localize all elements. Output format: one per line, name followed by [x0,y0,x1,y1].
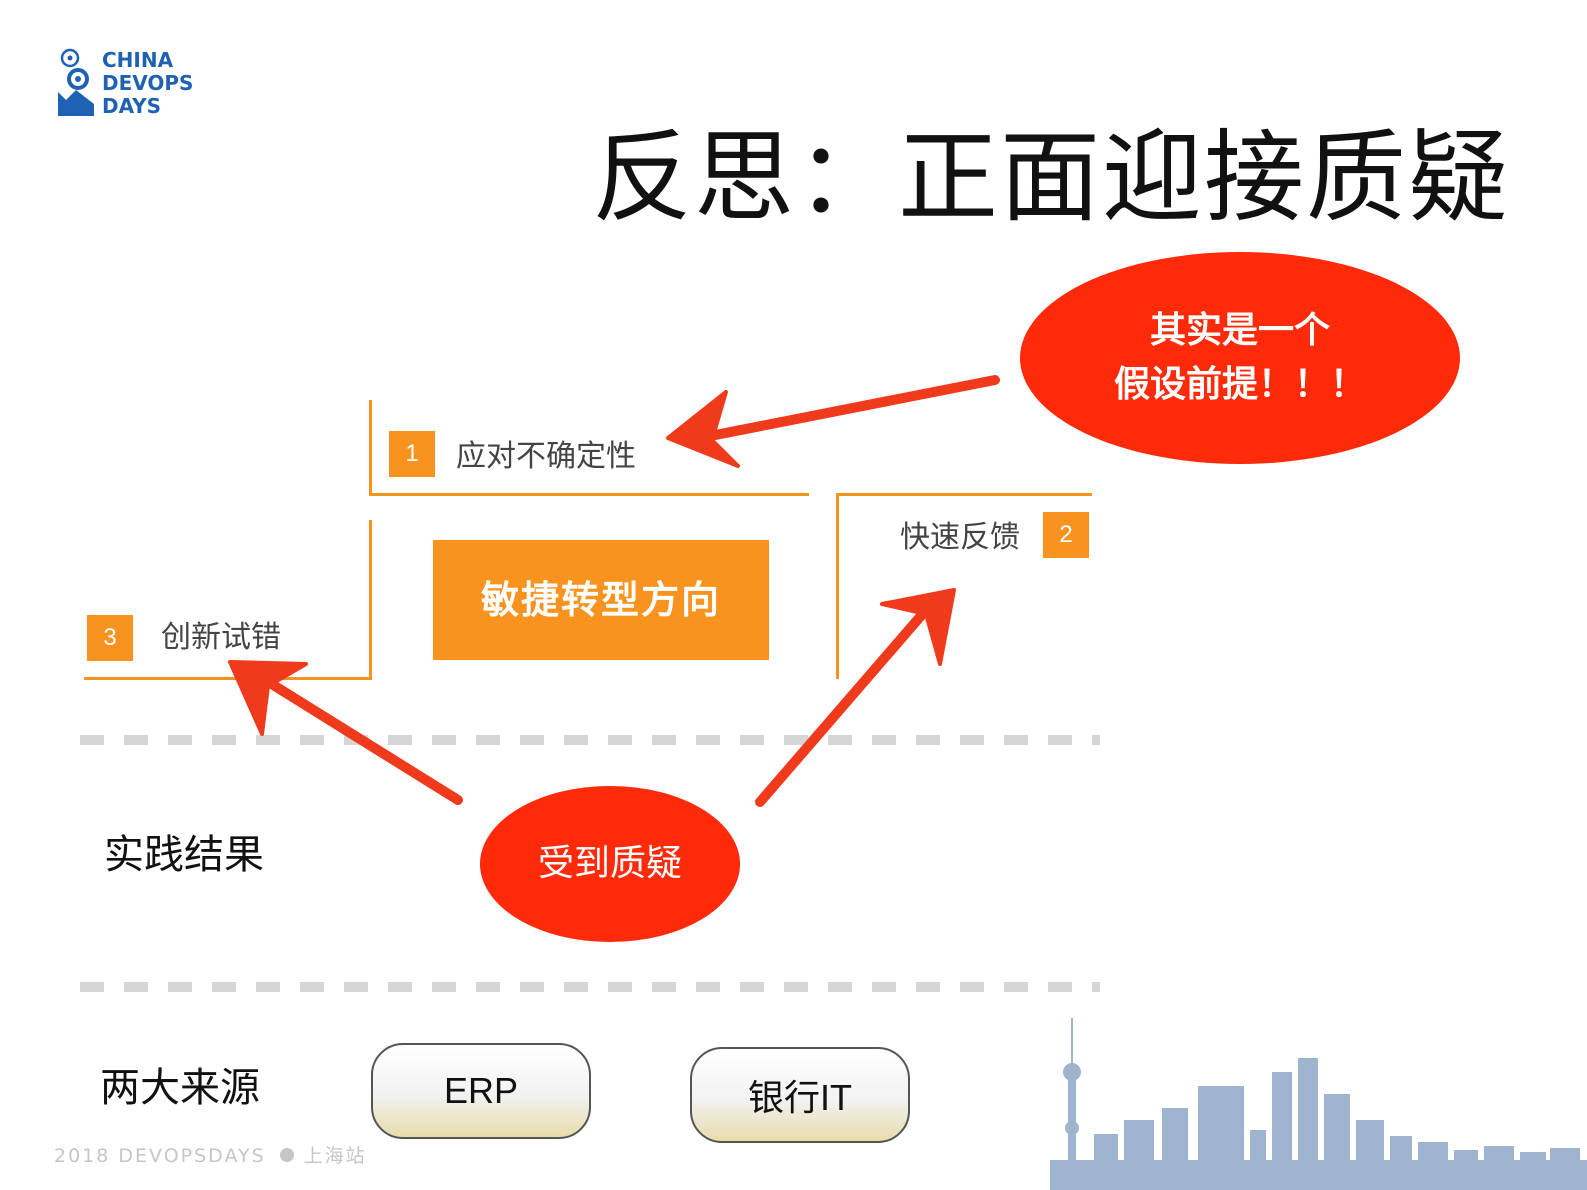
agile-transformation-box: 敏捷转型方向 [433,540,769,660]
arrow-to-fast-feedback [755,588,956,807]
logo-line-devops: DEVOPS [102,71,194,95]
dashed-divider-bottom [80,982,1100,992]
step1-bottom-line [369,493,809,496]
source-pill-bank-it: 银行IT [690,1047,910,1143]
assumption-line-2: 假设前提！！！ [1113,364,1366,405]
page-title: 反思：正面迎接质疑 [592,119,1510,236]
step2-left-line [836,493,839,679]
dashed-divider-top [80,735,1100,745]
shanghai-skyline-graphic [1050,1018,1587,1190]
logo-mark-icon [58,48,94,116]
row-label-practice-results: 实践结果 [104,832,264,878]
challenged-text: 受到质疑 [537,843,682,884]
logo-line-days: DAYS [102,94,162,118]
step-label-3: 创新试错 [161,620,281,655]
source-pill-erp: ERP [371,1043,591,1139]
footer-event: 2018 DEVOPSDAYS [54,1145,266,1167]
footer-dot-icon [279,1148,294,1162]
assumption-callout: 其实是一个 假设前提！！！ [1020,252,1460,464]
logo-line-china: CHINA [102,48,174,72]
step2-top-line [836,493,1092,496]
row-label-two-sources: 两大来源 [100,1065,260,1111]
arrow-to-innovation [228,660,463,805]
step1-left-line [369,400,372,496]
step-label-2: 快速反馈 [900,520,1020,555]
arrow-to-uncertainty [666,375,1000,468]
step-label-1: 应对不确定性 [456,439,636,474]
step-number-1: 1 [389,431,435,477]
assumption-line-1: 其实是一个 [1149,310,1330,351]
footer-location: 上海站 [303,1145,367,1167]
challenged-callout: 受到质疑 [480,786,740,942]
step-number-2: 2 [1043,512,1089,558]
step3-right-line [369,520,372,680]
logo-text: CHINA DEVOPS DAYS [102,49,193,118]
step3-bottom-line [84,677,372,680]
step-number-3: 3 [87,615,133,661]
footer: 2018 DEVOPSDAYS 上海站 [54,1141,367,1168]
